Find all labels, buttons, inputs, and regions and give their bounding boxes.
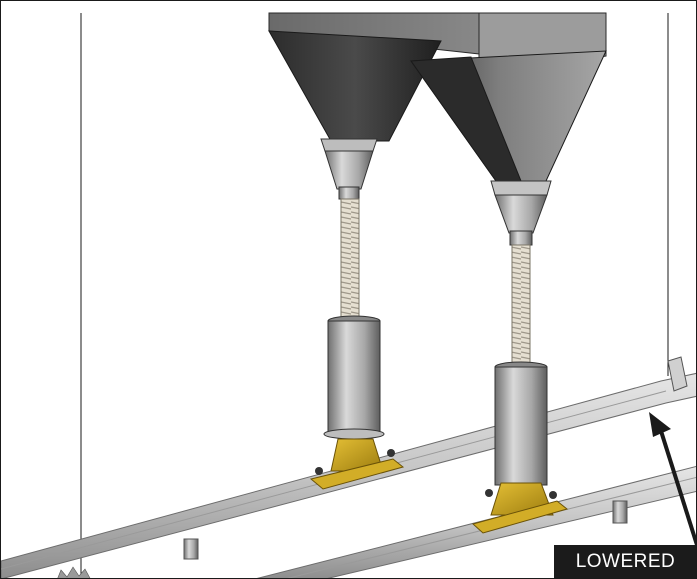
rail-end-cap <box>667 356 688 392</box>
flex-hose-right <box>511 244 531 366</box>
callout-arrow <box>649 412 696 546</box>
flex-hose-left <box>340 198 360 322</box>
hopper-right <box>410 50 607 246</box>
lowered-label: LOWERED <box>554 545 696 578</box>
mount-bracket-left <box>309 438 405 490</box>
mount-bracket-right <box>471 482 569 534</box>
down-tube-right <box>494 361 548 486</box>
down-tube-left <box>323 315 385 440</box>
hopper-left <box>268 30 442 200</box>
debris-texture <box>57 566 91 578</box>
frame-lines <box>80 13 669 576</box>
